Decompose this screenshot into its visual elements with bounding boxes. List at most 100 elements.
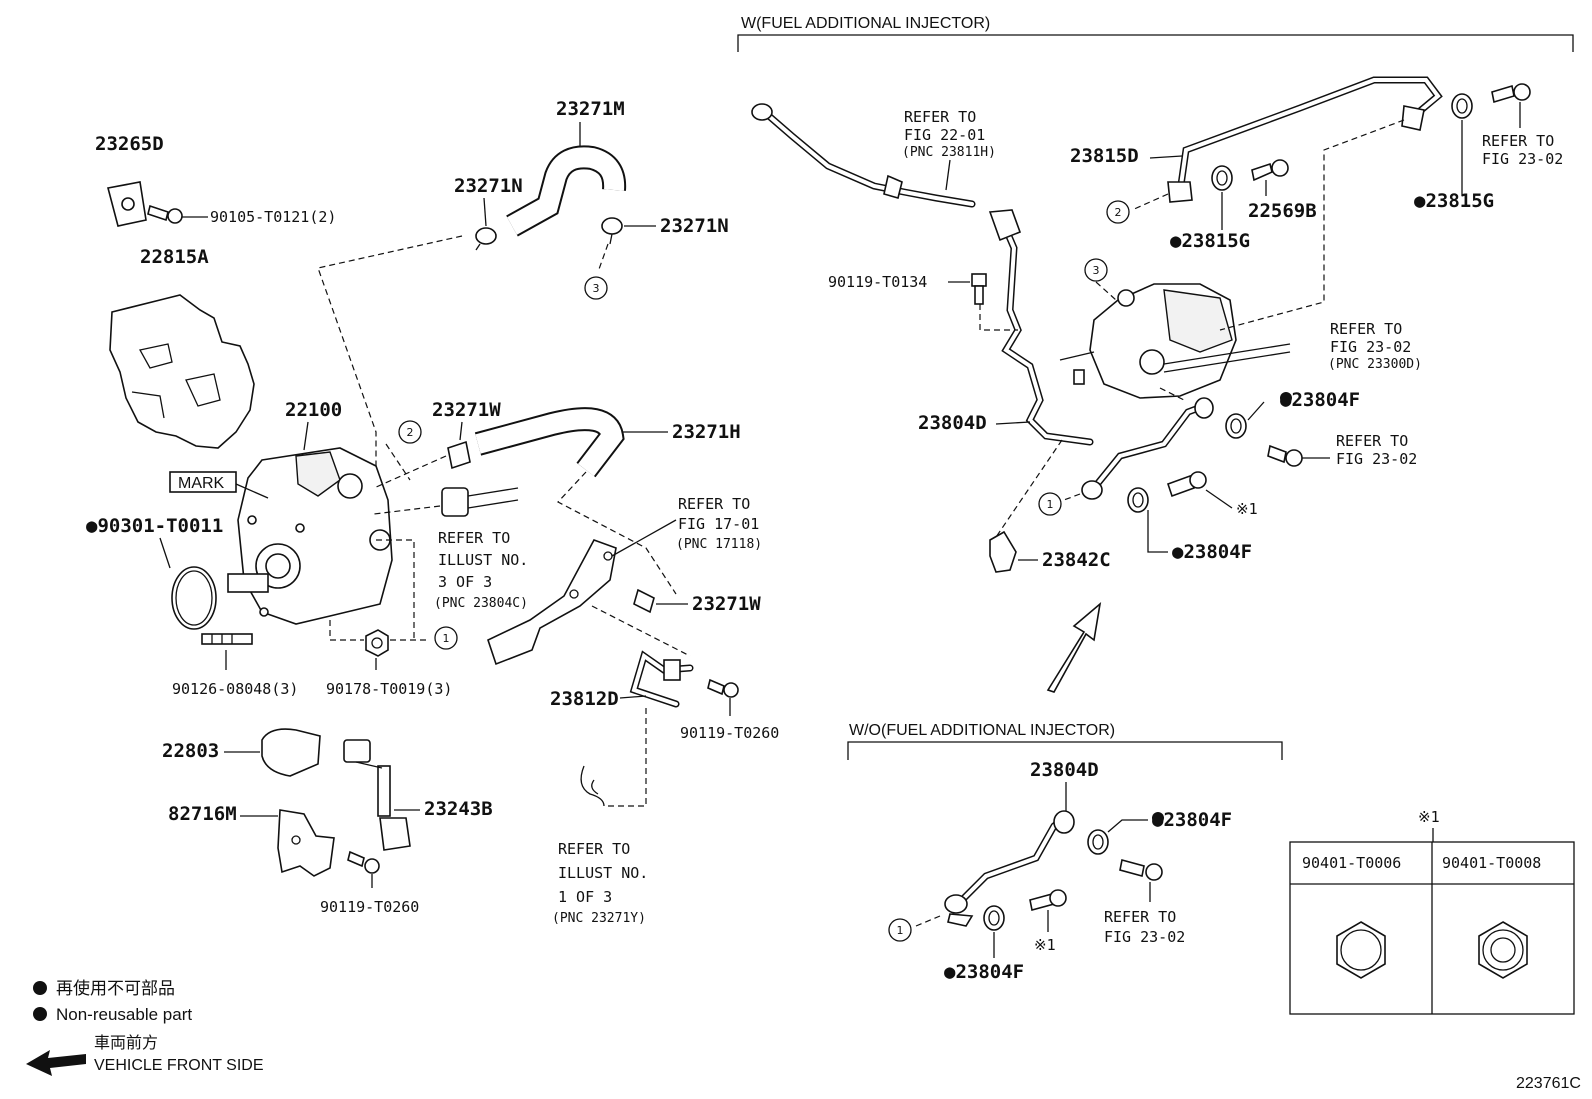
- ref-fig2302b-line1: REFER TO: [1330, 320, 1402, 338]
- label-90119-T0134: 90119-T0134: [828, 273, 927, 291]
- part-90126-stud[interactable]: [201, 633, 253, 645]
- part-22815A-gasket[interactable]: [109, 294, 255, 449]
- part-bolt-fig2302-d[interactable]: [1119, 859, 1163, 881]
- part-bolt-star1-a[interactable]: [1166, 471, 1207, 498]
- legend-front-en: VEHICLE FRONT SIDE: [94, 1057, 264, 1074]
- part-23812D-tube[interactable]: [629, 650, 694, 708]
- callout-1-wo-num: 1: [897, 924, 904, 937]
- part-bolt-fig2302-c[interactable]: [1267, 444, 1303, 467]
- part-23804F-gasket-b[interactable]: [1127, 487, 1149, 513]
- arrow-up-right-icon: [1046, 601, 1102, 693]
- part-23804D-pipe-b[interactable]: [944, 810, 1075, 927]
- callout-3-hose: [584, 276, 608, 300]
- label-22815A: 22815A: [140, 246, 209, 268]
- part-23243B-sensor[interactable]: [343, 739, 411, 851]
- part-22100-pump[interactable]: [227, 447, 393, 625]
- part-90119-T0134-bolt[interactable]: [971, 273, 987, 305]
- with-injector-heading: W(FUEL ADDITIONAL INJECTOR): [741, 15, 990, 32]
- part-23815G-gasket-a[interactable]: [1211, 165, 1233, 191]
- ref-illust-1: REFER TO ILLUST NO. 1 OF 3 (PNC 23271Y): [552, 840, 648, 926]
- part-22803-cap[interactable]: [261, 728, 321, 777]
- part-23271W-clip-a[interactable]: [447, 440, 471, 470]
- mark-box: [169, 471, 237, 493]
- part-23265D[interactable]: [107, 181, 147, 227]
- callout-1-pump-num: 1: [443, 632, 450, 645]
- part-23815D-pipe[interactable]: [1167, 76, 1443, 203]
- ref-fig1701-line3: (PNC 17118): [676, 537, 762, 552]
- ref-illust3-line1: REFER TO: [438, 529, 510, 547]
- part-fuel-tube-connector[interactable]: [441, 487, 519, 517]
- part-90178-nut[interactable]: [365, 629, 389, 657]
- part-23804F-gasket-d[interactable]: [983, 905, 1005, 931]
- label-22100: 22100: [285, 399, 342, 421]
- callout-3-pump-num: 3: [1093, 264, 1100, 277]
- label-90119-b: 90119-T0260: [320, 898, 419, 916]
- with-injector-bracket: W(FUEL ADDITIONAL INJECTOR): [737, 15, 1574, 52]
- legend-front-jp: 車両前方: [94, 1034, 158, 1052]
- label-23271W-a: 23271W: [432, 399, 501, 421]
- label-23812D: 23812D: [550, 688, 619, 710]
- table-col2-header: 90401-T0008: [1442, 854, 1541, 872]
- figure-id: 223761C: [1516, 1075, 1581, 1092]
- part-90301-oring[interactable]: [171, 566, 217, 630]
- label-23243B: 23243B: [424, 798, 493, 820]
- part-supply-pump-w-injector[interactable]: [1059, 283, 1237, 399]
- part-fuel-pipe-lower[interactable]: [1081, 397, 1214, 500]
- ref-fig-23-02-c: REFER TO FIG 23-02: [1336, 432, 1417, 468]
- ref-illust1-line1: REFER TO: [558, 840, 630, 858]
- without-injector-bracket: W/O(FUEL ADDITIONAL INJECTOR): [847, 722, 1283, 760]
- part-90119-bolt-b[interactable]: [347, 850, 380, 874]
- label-23271N-b: 23271N: [660, 215, 729, 237]
- callout-2-pump-num: 2: [407, 426, 414, 439]
- star1-c: ※1: [1418, 808, 1440, 826]
- part-23804D-pipe-a[interactable]: [988, 209, 1094, 446]
- part-hose-end[interactable]: [580, 765, 605, 807]
- table-col1-header: 90401-T0006: [1302, 854, 1401, 872]
- star1-a: ※1: [1236, 500, 1258, 518]
- legend-nonreuse-jp: 再使用不可部品: [56, 978, 175, 998]
- part-bolt-fig2302-a[interactable]: [1491, 83, 1531, 104]
- part-23271W-clip-b[interactable]: [633, 588, 655, 614]
- part-23804F-gasket-a[interactable]: [1225, 413, 1247, 439]
- label-23271H: 23271H: [672, 421, 741, 443]
- ref-illust1-line3: 1 OF 3: [558, 888, 612, 906]
- callout-2-pipe: [1106, 200, 1130, 224]
- part-22569B-bolt[interactable]: [1251, 159, 1289, 182]
- part-82716M-bracket[interactable]: [277, 809, 335, 877]
- bullet-icon: [33, 1007, 47, 1021]
- part-23804F-gasket-c[interactable]: [1087, 829, 1109, 855]
- ref-fig-17-01: REFER TO FIG 17-01 (PNC 17118): [676, 495, 762, 552]
- label-23271W-b: 23271W: [692, 593, 761, 615]
- callout-2-pipe-num: 2: [1115, 206, 1122, 219]
- ref-fig-23-02-d: REFER TO FIG 23-02: [1104, 908, 1185, 946]
- part-23271N-clip-a[interactable]: [475, 227, 497, 251]
- part-bolt-star1-b[interactable]: [1029, 889, 1067, 911]
- label-90105: 90105-T0121(2): [210, 208, 336, 226]
- bullet-icon: [33, 981, 47, 995]
- ref-illust3-line3: 3 OF 3: [438, 573, 492, 591]
- part-injector-pipe-23811H[interactable]: [751, 103, 976, 208]
- label-23271N-a: 23271N: [454, 175, 523, 197]
- label-23265D: 23265D: [95, 133, 164, 155]
- label-23804D-a: 23804D: [918, 412, 987, 434]
- part-90105-bolt[interactable]: [147, 204, 183, 224]
- part-23271M-hose[interactable]: [506, 145, 627, 237]
- part-23271N-clip-b[interactable]: [601, 217, 623, 245]
- ref-fig2302d-line2: FIG 23-02: [1104, 928, 1185, 946]
- label-82716M: 82716M: [168, 803, 237, 825]
- part-bracket[interactable]: [487, 539, 617, 666]
- label-mark: MARK: [178, 475, 225, 492]
- ref-illust3-line2: ILLUST NO.: [438, 551, 528, 569]
- part-23271H-hose[interactable]: [474, 407, 625, 478]
- ref-fig1701-line2: FIG 17-01: [678, 515, 759, 533]
- ref-illust1-line4: (PNC 23271Y): [552, 911, 646, 926]
- ref-fig2302c-line1: REFER TO: [1336, 432, 1408, 450]
- part-23815G-gasket-b[interactable]: [1451, 93, 1473, 119]
- part-90119-bolt-a[interactable]: [707, 678, 739, 698]
- callout-1-pump: [434, 626, 458, 650]
- without-injector-heading: W/O(FUEL ADDITIONAL INJECTOR): [849, 722, 1115, 739]
- label-90178: 90178-T0019(3): [326, 680, 452, 698]
- hex-nut-T0008-icon: [1478, 921, 1528, 979]
- legend-nonreuse-en: Non-reusable part: [56, 1005, 192, 1024]
- part-23842C-clamp[interactable]: [989, 530, 1017, 573]
